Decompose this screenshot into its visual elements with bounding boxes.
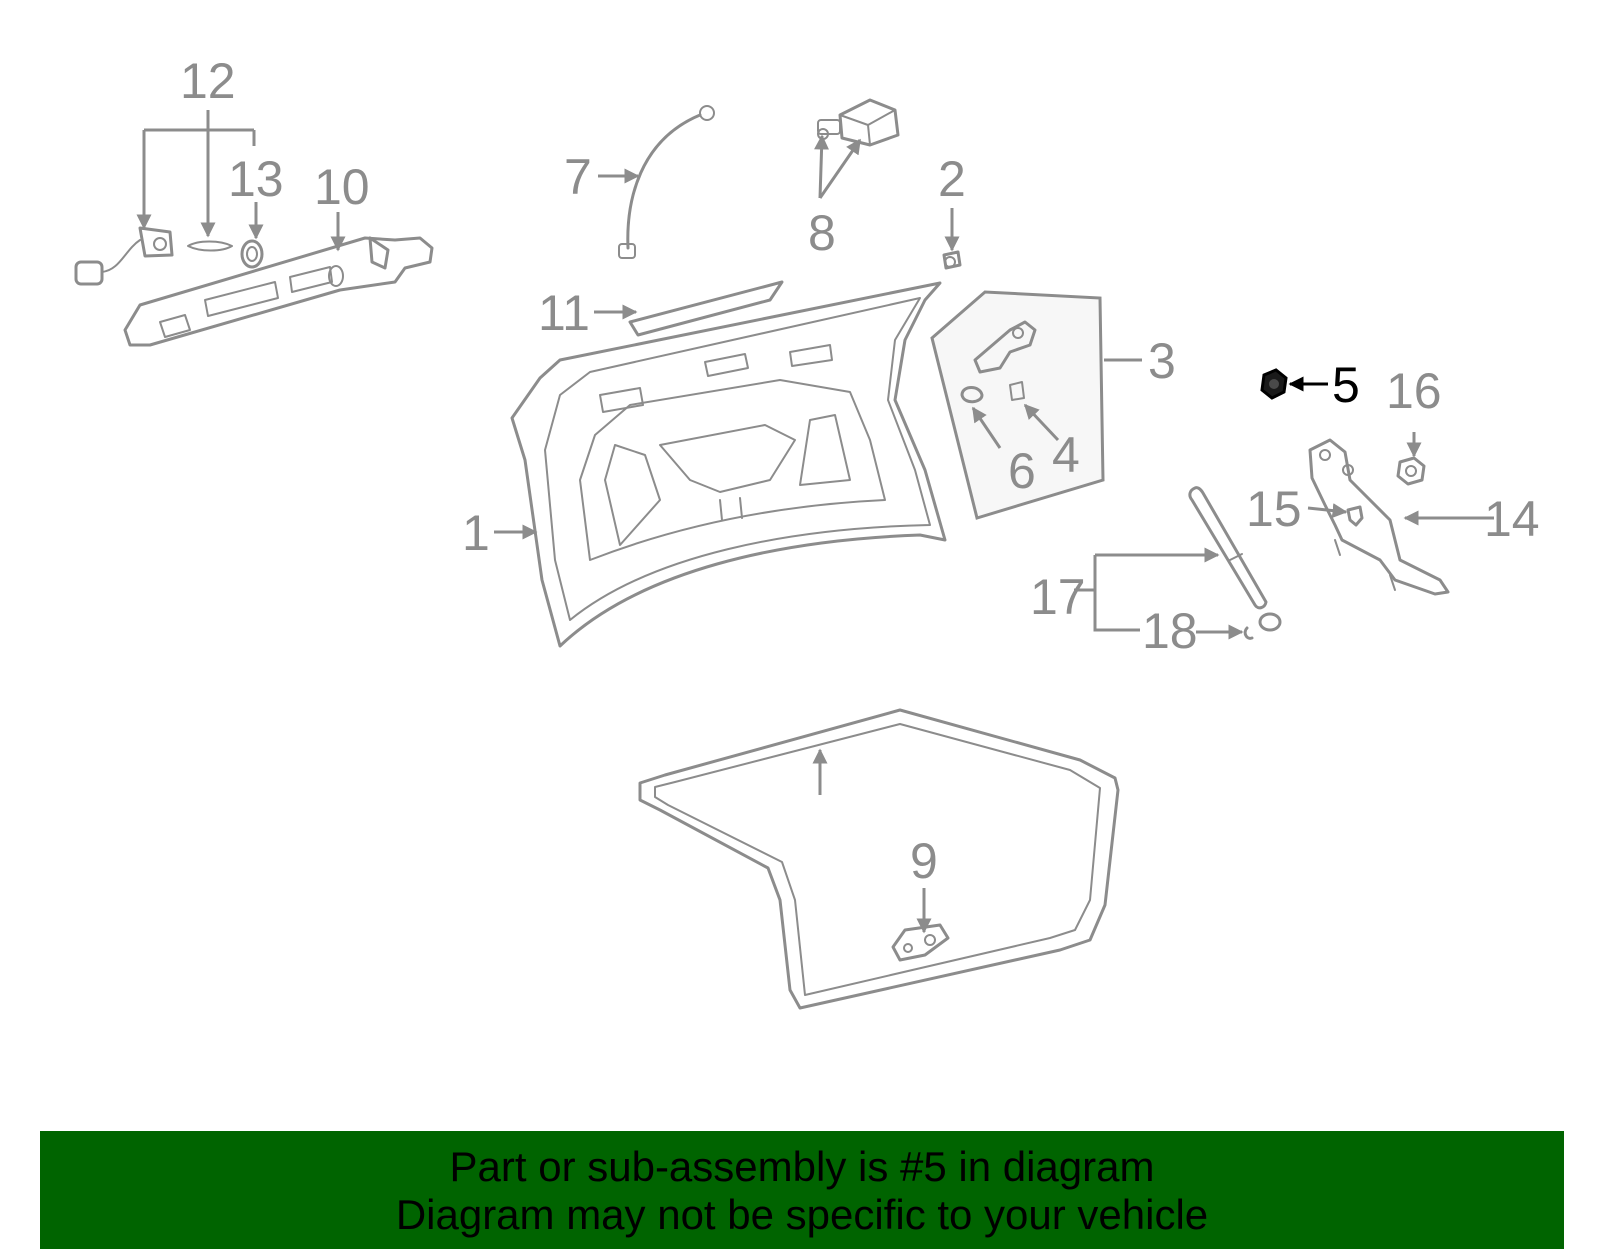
- part-5-nut: [1260, 368, 1288, 400]
- callout-8: 8: [808, 205, 836, 261]
- hinge: [1308, 438, 1450, 596]
- weatherstrip: [638, 708, 1120, 1010]
- banner-line-1: Part or sub-assembly is #5 in diagram: [449, 1143, 1155, 1190]
- callout-6: 6: [1008, 443, 1036, 499]
- callout-15: 15: [1246, 481, 1302, 537]
- callout-10: 10: [314, 159, 370, 215]
- latch-kit-panel: [930, 290, 1105, 520]
- callout-16: 16: [1386, 363, 1442, 419]
- bolt-15: [1346, 505, 1364, 527]
- callout-11: 11: [538, 285, 590, 341]
- callouts: 12 13 10 7 8 2 11 3 6 4 5 16 15 14 17 18…: [180, 53, 1540, 889]
- nut-16: [1396, 456, 1426, 486]
- callout-4: 4: [1052, 427, 1080, 483]
- callout-14: 14: [1484, 491, 1540, 547]
- lock-actuator: [817, 98, 900, 147]
- banner-line-2: Diagram may not be specific to your vehi…: [395, 1191, 1209, 1238]
- callout-12: 12: [180, 53, 236, 109]
- release-cable: [618, 105, 715, 259]
- callout-3: 3: [1148, 333, 1176, 389]
- bumper-stop: [942, 250, 962, 270]
- leader-lines: [136, 110, 1494, 934]
- trunk-lid: [510, 281, 947, 648]
- callout-2: 2: [938, 151, 966, 207]
- callout-1: 1: [462, 505, 490, 561]
- callout-5: 5: [1332, 357, 1360, 413]
- callout-18: 18: [1142, 603, 1198, 659]
- lift-strut: [1188, 486, 1282, 640]
- lid-pad: [628, 280, 784, 337]
- callout-9: 9: [910, 833, 938, 889]
- callout-7: 7: [564, 149, 592, 205]
- info-banner: Part or sub-assembly is #5 in diagram Di…: [40, 1131, 1564, 1249]
- callout-13: 13: [228, 151, 284, 207]
- trunk-lock-assembly: [74, 226, 434, 347]
- callout-17: 17: [1030, 569, 1086, 625]
